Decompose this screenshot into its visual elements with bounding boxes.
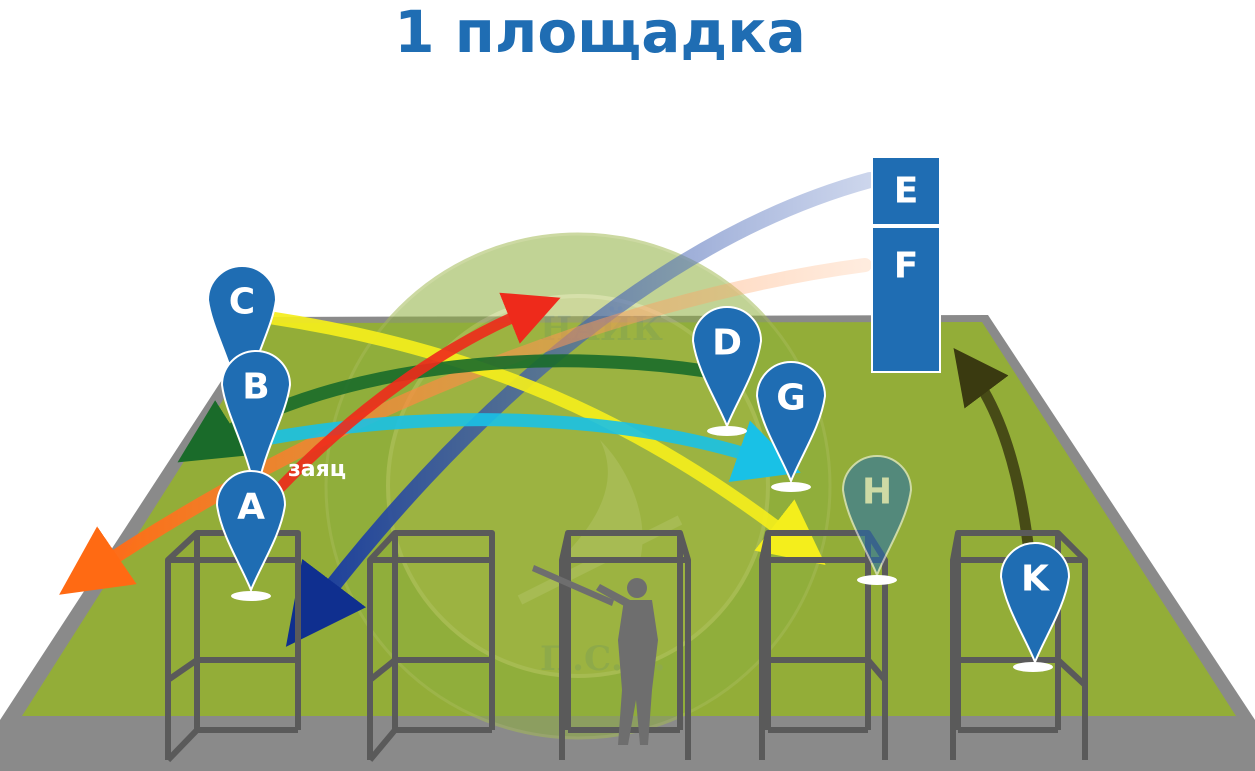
trajectory-b bbox=[258, 413, 801, 483]
page-title: 1 площадка bbox=[394, 0, 806, 66]
tower-box-f bbox=[871, 226, 941, 373]
pin-label-d: D bbox=[712, 323, 742, 364]
shooting-stands bbox=[165, 530, 1088, 763]
pin-c: C bbox=[206, 265, 278, 411]
trajectory-c bbox=[271, 311, 826, 566]
tower-label-e: E bbox=[894, 171, 919, 212]
pin-a: A bbox=[215, 470, 287, 593]
pin-label-k: K bbox=[1021, 559, 1050, 600]
stand-2 bbox=[367, 530, 495, 762]
pin-label-g: G bbox=[776, 378, 806, 419]
trajectory-f bbox=[59, 258, 872, 595]
shooter-silhouette bbox=[532, 565, 658, 745]
stand-1 bbox=[165, 530, 301, 763]
pin-label-c: C bbox=[229, 282, 255, 323]
trajectory-hare bbox=[245, 292, 561, 524]
pin-base-k bbox=[1013, 662, 1053, 672]
pin-base-h bbox=[857, 575, 897, 585]
stand-3 bbox=[559, 530, 691, 760]
trajectory-k bbox=[953, 347, 1036, 561]
pin-label-b: B bbox=[242, 367, 269, 408]
trajectory-e bbox=[285, 172, 878, 647]
pin-h: H bbox=[841, 455, 913, 578]
pin-base-g bbox=[771, 482, 811, 492]
pin-label-h: H bbox=[862, 472, 892, 513]
tower-label-f: F bbox=[894, 246, 919, 287]
trap-tower: E F bbox=[871, 156, 941, 373]
pin-label-a: A bbox=[237, 487, 265, 528]
pin-base-a bbox=[231, 591, 271, 601]
hare-label: заяц bbox=[288, 457, 346, 482]
pin-b: B bbox=[220, 350, 292, 496]
tower-box-e bbox=[871, 156, 941, 226]
pin-g: G bbox=[755, 361, 827, 484]
pin-k: K bbox=[999, 542, 1071, 665]
pin-d: D bbox=[691, 306, 763, 429]
pin-base-d bbox=[707, 426, 747, 436]
machine-markers: C B A D G H K bbox=[206, 265, 1071, 672]
